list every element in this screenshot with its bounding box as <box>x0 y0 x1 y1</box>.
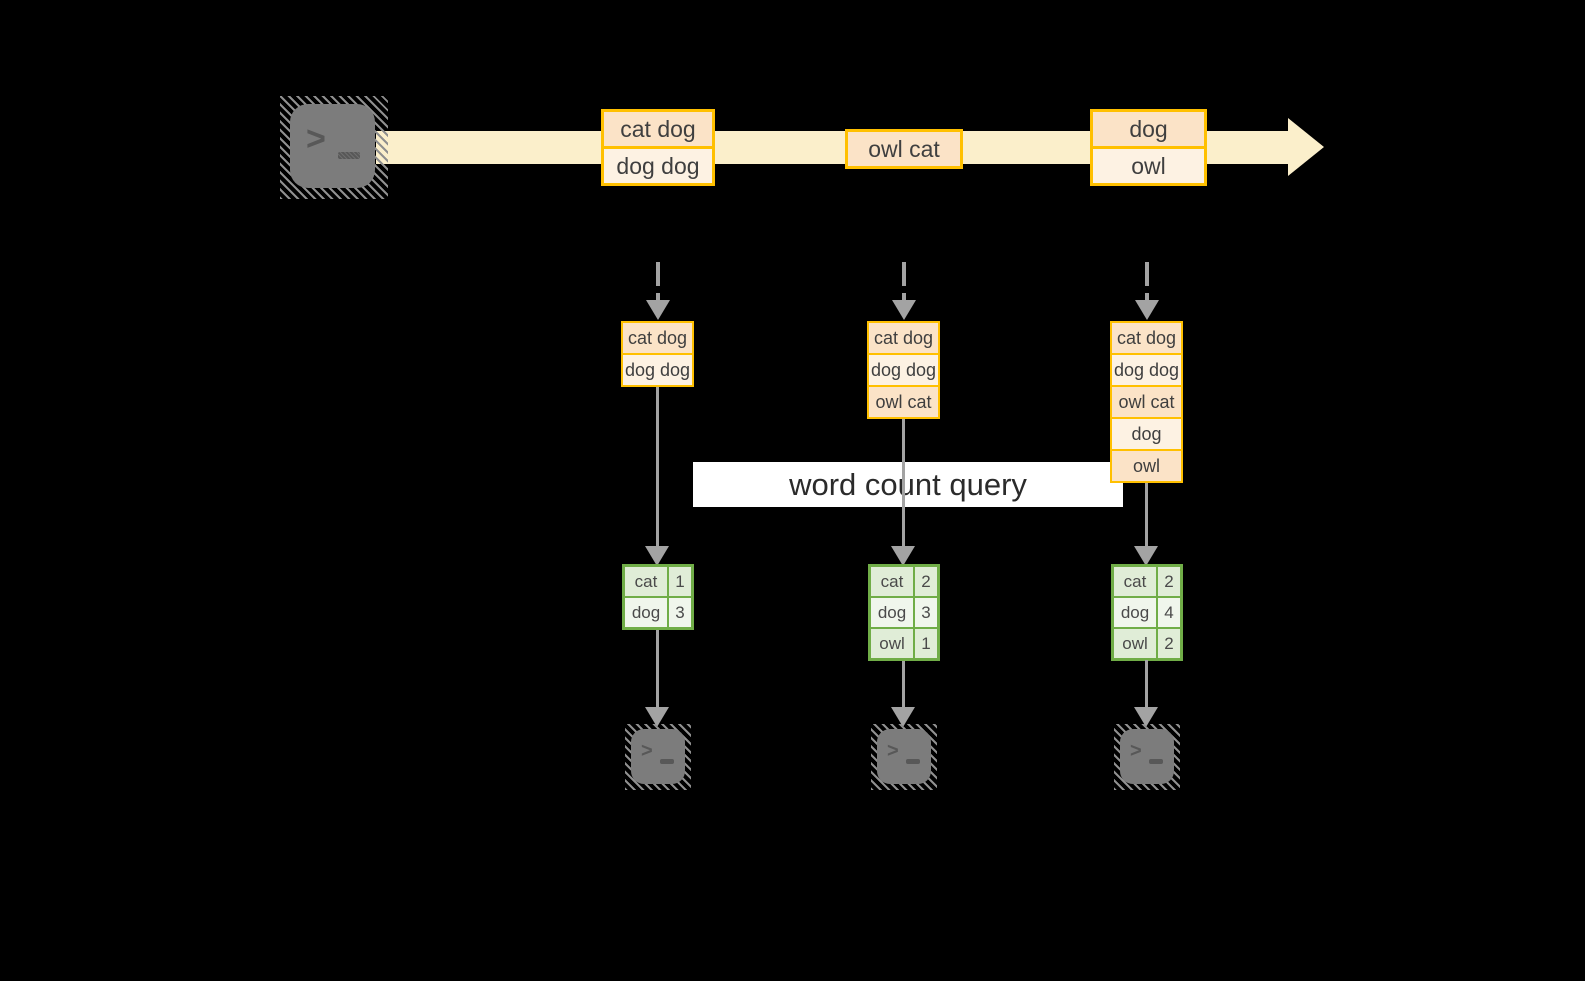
buffer-record: owl cat <box>869 387 938 417</box>
count-cell: 3 <box>915 598 937 627</box>
buffer-record: cat dog <box>1112 323 1181 353</box>
word-count-table-2: cat 2 dog 3 owl 1 <box>868 564 940 661</box>
terminal-prompt-icon: > <box>306 120 326 158</box>
terminal-source-icon: > <box>280 96 388 199</box>
word-cell: owl <box>871 629 913 658</box>
buffer-record: dog dog <box>623 355 692 385</box>
arrowhead-icon <box>892 300 916 320</box>
terminal-cursor-icon <box>338 152 360 159</box>
dashed-arrow-down-icon <box>1145 262 1149 300</box>
terminal-cursor-icon <box>1149 759 1163 764</box>
arrowhead-icon <box>1135 300 1159 320</box>
buffer-record: cat dog <box>869 323 938 353</box>
count-cell: 1 <box>915 629 937 658</box>
terminal-sink-icon-1: > <box>625 724 691 790</box>
connector-line <box>656 387 659 547</box>
stream-event-2: owl cat <box>845 129 963 169</box>
terminal-sink-icon-3: > <box>1114 724 1180 790</box>
word-cell: cat <box>871 567 913 596</box>
table-row: owl 1 <box>871 629 937 658</box>
buffer-record: owl <box>1112 451 1181 481</box>
table-row: owl 2 <box>1114 629 1180 658</box>
buffer-record: dog dog <box>1112 355 1181 385</box>
record-buffer-3: cat dog dog dog owl cat dog owl <box>1110 321 1183 483</box>
stream-record: owl cat <box>848 132 960 166</box>
terminal-prompt-icon: > <box>1130 740 1142 762</box>
query-label: word count query <box>693 462 1123 507</box>
word-cell: cat <box>1114 567 1156 596</box>
terminal-cursor-icon <box>906 759 920 764</box>
table-row: cat 2 <box>1114 567 1180 596</box>
table-row: dog 3 <box>871 598 937 627</box>
arrowhead-icon <box>891 707 915 727</box>
terminal-sink-icon-2: > <box>871 724 937 790</box>
terminal-body: > <box>631 729 685 784</box>
count-cell: 2 <box>1158 567 1180 596</box>
record-buffer-1: cat dog dog dog <box>621 321 694 387</box>
terminal-body: > <box>1120 729 1174 784</box>
count-cell: 2 <box>1158 629 1180 658</box>
arrowhead-icon <box>646 300 670 320</box>
terminal-prompt-icon: > <box>887 740 899 762</box>
connector-line <box>902 661 905 708</box>
dashed-arrow-down-icon <box>902 262 906 300</box>
buffer-record: dog dog <box>869 355 938 385</box>
arrowhead-icon <box>1134 546 1158 566</box>
word-cell: dog <box>625 598 667 627</box>
table-row: cat 1 <box>625 567 691 596</box>
arrowhead-icon <box>1134 707 1158 727</box>
terminal-prompt-icon: > <box>641 740 653 762</box>
arrowhead-icon <box>645 546 669 566</box>
stream-record: dog dog <box>604 149 712 183</box>
stream-record: owl <box>1093 149 1204 183</box>
stream-event-3: dog owl <box>1090 109 1207 186</box>
word-count-table-3: cat 2 dog 4 owl 2 <box>1111 564 1183 661</box>
terminal-cursor-icon <box>660 759 674 764</box>
connector-line <box>1145 660 1148 708</box>
count-cell: 3 <box>669 598 691 627</box>
table-row: dog 3 <box>625 598 691 627</box>
table-row: dog 4 <box>1114 598 1180 627</box>
dashed-arrow-down-icon <box>656 262 660 300</box>
terminal-body: > <box>877 729 931 784</box>
count-cell: 1 <box>669 567 691 596</box>
table-row: cat 2 <box>871 567 937 596</box>
word-cell: dog <box>871 598 913 627</box>
stream-timeline-arrowhead <box>1288 118 1324 176</box>
terminal-body: > <box>290 104 375 188</box>
arrowhead-icon <box>645 707 669 727</box>
word-count-table-1: cat 1 dog 3 <box>622 564 694 630</box>
connector-line <box>1145 483 1148 547</box>
buffer-record: owl cat <box>1112 387 1181 417</box>
arrowhead-icon <box>891 546 915 566</box>
word-cell: dog <box>1114 598 1156 627</box>
count-cell: 4 <box>1158 598 1180 627</box>
connector-line <box>656 630 659 708</box>
record-buffer-2: cat dog dog dog owl cat <box>867 321 940 419</box>
count-cell: 2 <box>915 567 937 596</box>
stream-event-1: cat dog dog dog <box>601 109 715 186</box>
stream-record: dog <box>1093 112 1204 146</box>
word-cell: cat <box>625 567 667 596</box>
connector-line <box>902 419 905 547</box>
word-cell: owl <box>1114 629 1156 658</box>
stream-record: cat dog <box>604 112 712 146</box>
buffer-record: dog <box>1112 419 1181 449</box>
buffer-record: cat dog <box>623 323 692 353</box>
